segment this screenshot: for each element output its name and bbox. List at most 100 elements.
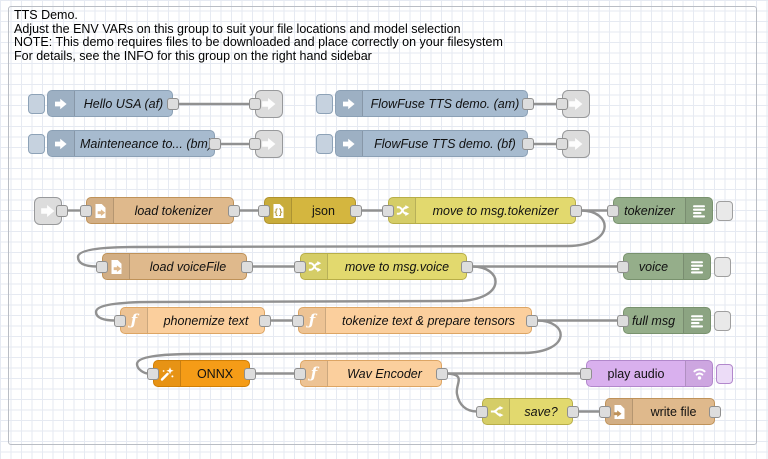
input-port[interactable] (556, 98, 568, 110)
output-port[interactable] (522, 137, 534, 150)
inject-button[interactable] (28, 133, 45, 154)
play-audio-button[interactable] (716, 363, 733, 384)
output-port[interactable] (522, 97, 534, 110)
debug-icon (683, 254, 710, 279)
input-port[interactable] (580, 367, 592, 380)
node-inject-flowfuse-bf[interactable]: FlowFuse TTS demo. (bf) (316, 130, 534, 157)
inject-button[interactable] (28, 93, 45, 114)
input-port[interactable] (617, 260, 629, 273)
node-move-to-msg-tokenizer[interactable]: move to msg.tokenizer (382, 197, 582, 224)
input-port[interactable] (607, 204, 619, 217)
output-port[interactable] (526, 314, 538, 327)
input-port[interactable] (249, 98, 261, 110)
node-move-to-msg-voice[interactable]: move to msg.voice (294, 253, 473, 280)
input-port[interactable] (556, 138, 568, 150)
node-inject-flowfuse-am[interactable]: FlowFuse TTS demo. (am) (316, 90, 534, 117)
node-load-voicefile[interactable]: load voiceFile (96, 253, 253, 280)
node-label: tokenizer (624, 203, 675, 218)
inject-arrow-icon (336, 91, 363, 116)
output-port[interactable] (350, 204, 362, 217)
debug-toggle-button[interactable] (714, 256, 731, 277)
group-info-text: TTS Demo. Adjust the ENV VARs on this gr… (14, 8, 503, 63)
node-inject-hello-usa[interactable]: Hello USA (af) (28, 90, 179, 117)
node-label: phonemize text (163, 313, 249, 328)
input-port[interactable] (96, 260, 108, 273)
output-port[interactable] (228, 204, 240, 217)
inject-arrow-icon (48, 91, 75, 116)
header-line: Adjust the ENV VARs on this group to sui… (14, 21, 461, 36)
node-label: play audio (607, 366, 665, 381)
output-port[interactable] (567, 405, 579, 418)
header-line: For details, see the INFO for this group… (14, 48, 372, 63)
header-line: TTS Demo. (14, 8, 78, 22)
node-write-file[interactable]: write file (599, 398, 721, 425)
node-link-out[interactable] (249, 130, 283, 158)
sound-waves-icon (685, 361, 712, 386)
node-label: ONNX (196, 366, 234, 381)
input-port[interactable] (476, 405, 488, 418)
link-arrow-icon (262, 138, 276, 150)
output-port[interactable] (56, 205, 68, 217)
input-port[interactable] (114, 314, 126, 327)
node-link-out[interactable] (556, 130, 590, 158)
output-port[interactable] (436, 367, 448, 380)
debug-toggle-button[interactable] (714, 310, 731, 331)
link-arrow-icon (41, 205, 55, 217)
input-port[interactable] (617, 314, 629, 327)
node-link-in[interactable] (34, 197, 68, 225)
input-port[interactable] (292, 314, 304, 327)
node-save-switch[interactable]: save? (476, 398, 579, 425)
node-link-out[interactable] (556, 90, 590, 118)
output-port[interactable] (167, 97, 179, 110)
header-line: NOTE: This demo requires files to be dow… (14, 35, 503, 50)
inject-button[interactable] (316, 133, 333, 154)
node-label: move to msg.voice (344, 259, 450, 274)
node-label: load tokenizer (134, 203, 213, 218)
output-port[interactable] (709, 405, 721, 418)
input-port[interactable] (80, 204, 92, 217)
group-outline[interactable] (8, 6, 757, 445)
output-port[interactable] (241, 260, 253, 273)
debug-toggle-button[interactable] (716, 200, 733, 221)
node-link-out[interactable] (249, 90, 283, 118)
node-debug-full-msg[interactable]: full msg (617, 307, 731, 334)
input-port[interactable] (147, 367, 159, 380)
node-debug-voice[interactable]: voice (617, 253, 731, 280)
node-json[interactable]: {} json (258, 197, 362, 224)
node-label: Hello USA (af) (83, 96, 164, 111)
inject-button[interactable] (316, 93, 333, 114)
node-play-audio[interactable]: play audio (580, 360, 733, 387)
svg-text:{}: {} (273, 207, 282, 216)
input-port[interactable] (599, 405, 611, 418)
node-label: FlowFuse TTS demo. (am) (370, 96, 520, 111)
node-onnx[interactable]: ONNX (147, 360, 256, 387)
output-port[interactable] (570, 204, 582, 217)
node-label: json (312, 203, 335, 218)
output-port[interactable] (244, 367, 256, 380)
input-port[interactable] (294, 367, 306, 380)
node-wav-encoder[interactable]: ƒ Wav Encoder (294, 360, 448, 387)
node-debug-tokenizer[interactable]: tokenizer (607, 197, 733, 224)
node-label: Mainteneance to... (bm) (80, 136, 213, 151)
node-label: voice (638, 259, 669, 274)
node-label: write file (650, 404, 697, 419)
input-port[interactable] (249, 138, 261, 150)
node-label: full msg (631, 313, 676, 328)
node-label: tokenize text & prepare tensors (341, 313, 515, 328)
output-port[interactable] (461, 260, 473, 273)
output-port[interactable] (259, 314, 271, 327)
node-label: save? (524, 404, 558, 419)
inject-arrow-icon (336, 131, 363, 156)
node-tokenize-prepare-tensors[interactable]: ƒ tokenize text & prepare tensors (292, 307, 538, 334)
input-port[interactable] (382, 204, 394, 217)
node-phonemize-text[interactable]: ƒ phonemize text (114, 307, 271, 334)
input-port[interactable] (294, 260, 306, 273)
node-label: FlowFuse TTS demo. (bf) (374, 136, 516, 151)
node-inject-maintenance[interactable]: Mainteneance to... (bm) (28, 130, 221, 157)
output-port[interactable] (209, 137, 221, 150)
node-label: move to msg.tokenizer (432, 203, 559, 218)
input-port[interactable] (258, 204, 270, 217)
link-arrow-icon (569, 138, 583, 150)
node-load-tokenizer[interactable]: load tokenizer (80, 197, 240, 224)
